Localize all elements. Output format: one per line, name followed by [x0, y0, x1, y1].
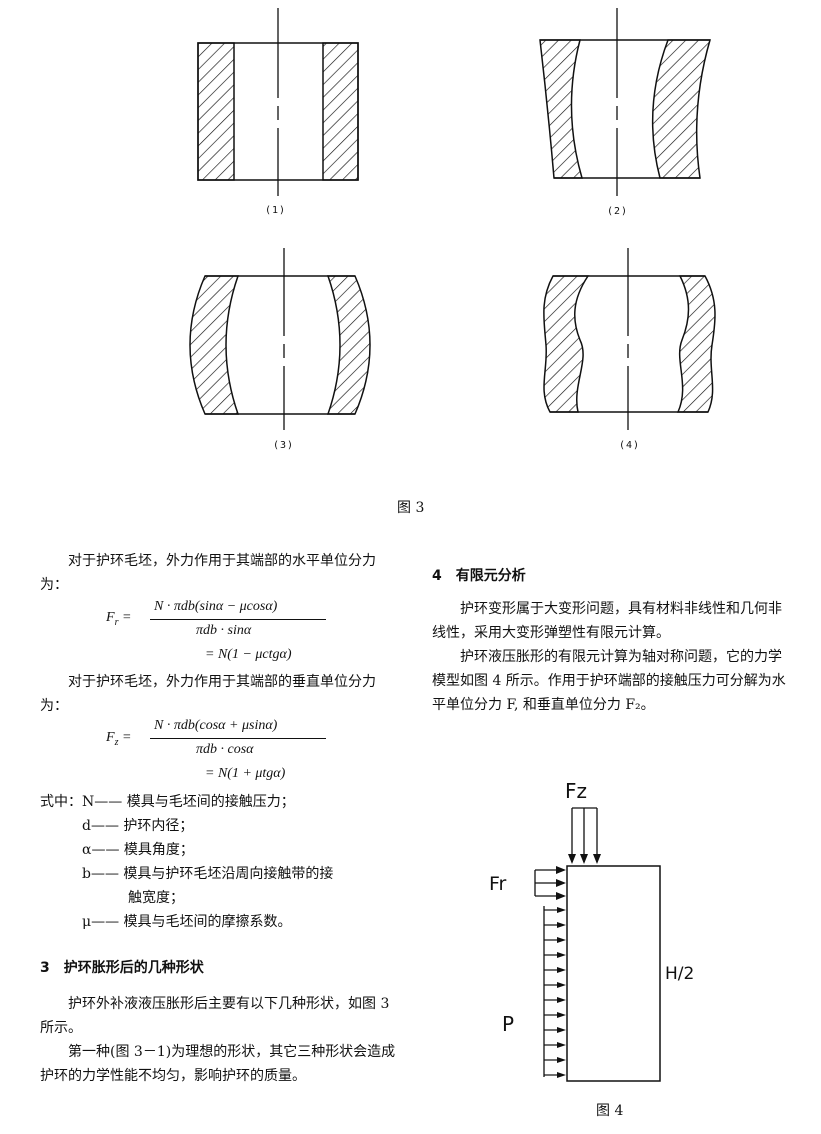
eq2-fraction-bar [150, 738, 326, 739]
figure4-caption: 图 4 [596, 1103, 624, 1119]
eq2-lhs: Fz = [106, 730, 132, 748]
fig4-model [534, 807, 661, 1082]
eq2-numerator: N · πdb(cosα + μsinα) [154, 718, 278, 733]
fig3-shape-4 [543, 248, 716, 430]
fig3-caption-4: (4) [619, 440, 641, 451]
where-mu: μ—— 模具与毛坯间的摩擦系数。 [82, 914, 292, 930]
eq1-numerator: N · πdb(sinα − μcosα) [154, 599, 278, 614]
where-b-line2: 触宽度； [128, 890, 184, 906]
right-text: 护环变形属于大变形问题，具有材料非线性和几何非线性，采用大变形弹塑性有限元计算。… [432, 597, 794, 717]
left-p2: 对于护环毛坯，外力作用于其端部的垂直单位分力为： [40, 674, 376, 714]
eq2-result: = N(1 + μtgα) [205, 766, 286, 781]
label-h-half: H/2 [665, 964, 695, 984]
label-fr: Fr [489, 873, 507, 895]
right-p2: 护环液压胀形的有限元计算为轴对称问题，它的力学模型如图 4 所示。作用于护环端部… [432, 649, 786, 713]
fig3-caption-2: (2) [607, 206, 629, 217]
where-intro: 式中：N—— 模具与毛坯间的接触压力； [40, 794, 295, 810]
where-d: d—— 护环内径； [82, 818, 194, 834]
eq1-result: = N(1 − μctgα) [205, 647, 292, 662]
left-p3: 护环外补液液压胀形后主要有以下几种形状，如图 3 所示。 第一种(图 3－1)为… [40, 992, 402, 1088]
eq1-fraction-bar [150, 619, 326, 620]
where-alpha: α—— 模具角度； [82, 842, 194, 858]
where-list: 式中：N—— 模具与毛坯间的接触压力； d—— 护环内径； α—— 模具角度； … [40, 790, 402, 934]
pressure-arrows [544, 907, 566, 1078]
left-p1: 对于护环毛坯，外力作用于其端部的水平单位分力为： [40, 553, 376, 593]
label-fz: Fz [565, 779, 588, 803]
where-b-line1: b—— 模具与护环毛坯沿周向接触带的接 [82, 866, 334, 882]
right-p1: 护环变形属于大变形问题，具有材料非线性和几何非线性，采用大变形弹塑性有限元计算。 [432, 601, 782, 641]
fig3-shape-2 [539, 8, 711, 196]
eq1-lhs: Fr = [106, 610, 132, 628]
fig3-caption-1: (1) [265, 205, 287, 216]
section3-heading: 3 护环胀形后的几种形状 [40, 960, 204, 976]
eq1-denominator: πdb · sinα [196, 623, 252, 638]
label-p: P [502, 1012, 515, 1036]
figure3-caption: 图 3 [397, 500, 425, 516]
fig3-caption-3: (3) [273, 440, 295, 451]
eq2-denominator: πdb · cosα [196, 742, 254, 757]
section4-heading: 4 有限元分析 [432, 568, 526, 584]
left-p4: 第一种(图 3－1)为理想的形状，其它三种形状会造成护环的力学性能不均匀，影响护… [40, 1044, 396, 1084]
fig3-shape-3 [189, 248, 371, 430]
fig3-shape-1 [197, 8, 359, 196]
